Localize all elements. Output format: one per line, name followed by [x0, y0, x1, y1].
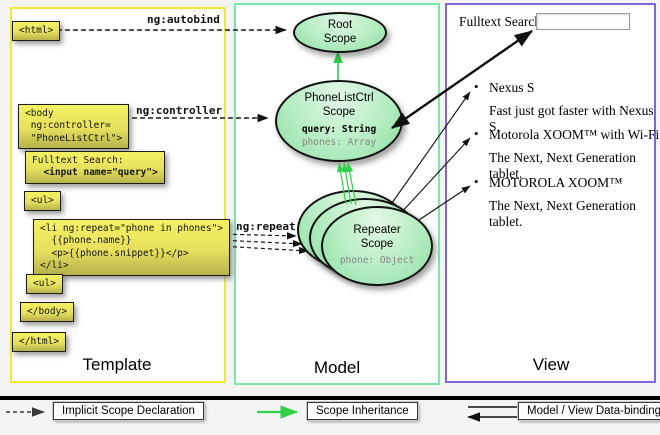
phonelistctrl-scope-ellipse: PhoneListCtrl Scope query: String phones…	[275, 80, 403, 162]
root-scope-ellipse: Root Scope	[293, 12, 387, 53]
ng-autobind-label: ng:autobind	[147, 13, 220, 26]
legend-separator-line	[0, 396, 660, 400]
scope-prop-query: query: String	[301, 123, 377, 135]
scope-prop-phones: phones: Array	[301, 136, 377, 148]
view-item-title: Motorola XOOM™ with Wi-Fi	[489, 127, 660, 142]
view-item-title: Nexus S	[489, 80, 535, 95]
code-li-repeat: <li ng:repeat="phone in phones"> {{phone…	[33, 219, 231, 277]
model-column-label: Model	[313, 358, 361, 377]
view-item-title: MOTOROLA XOOM™	[489, 175, 623, 190]
view-column	[445, 3, 656, 383]
fulltext-search-input[interactable]	[536, 13, 630, 30]
code-body-close: </body>	[20, 302, 75, 323]
view-item-desc: The Next, Next Generation tablet.	[489, 198, 636, 229]
legend-databind-label: Model / View Data-binding	[516, 401, 660, 421]
ng-repeat-label: ng:repeat	[236, 220, 296, 233]
code-input-tag: <input name="query">	[32, 167, 158, 179]
view-item-desc: The Next, Next Generation tablet.	[489, 150, 636, 181]
code-html-open: <html>	[12, 21, 61, 42]
phonelistctrl-scope-title: PhoneListCtrl Scope	[304, 92, 374, 118]
scope-prop-phone: phone: Object	[339, 254, 415, 266]
legend-implicit-label: Implicit Scope Declaration	[52, 401, 205, 421]
code-ul-open: <ul>	[24, 191, 61, 212]
root-scope-title: Root Scope	[323, 19, 357, 45]
code-body-open: <body ng:controller= "PhoneListCtrl">	[18, 104, 130, 150]
bullet-icon: •	[474, 79, 479, 94]
template-column-label: Template	[82, 355, 152, 374]
code-fulltext-label: Fulltext Search:	[32, 155, 124, 166]
view-search-label: Fulltext Search:	[459, 14, 545, 29]
code-fulltext-search: Fulltext Search: <input name="query">	[25, 151, 165, 184]
code-html-close: </html>	[12, 332, 67, 353]
code-ul-close: <ul>	[26, 274, 63, 295]
view-column-label: View	[532, 355, 570, 374]
bullet-icon: •	[474, 126, 479, 141]
legend-inheritance-label: Scope Inheritance	[306, 401, 419, 421]
ng-controller-label: ng:controller	[136, 104, 223, 117]
repeater-scope-title: Repeater Scope	[353, 224, 401, 250]
bullet-icon: •	[474, 174, 479, 189]
repeater-scope-ellipse-front: Repeater Scope phone: Object	[321, 206, 433, 286]
